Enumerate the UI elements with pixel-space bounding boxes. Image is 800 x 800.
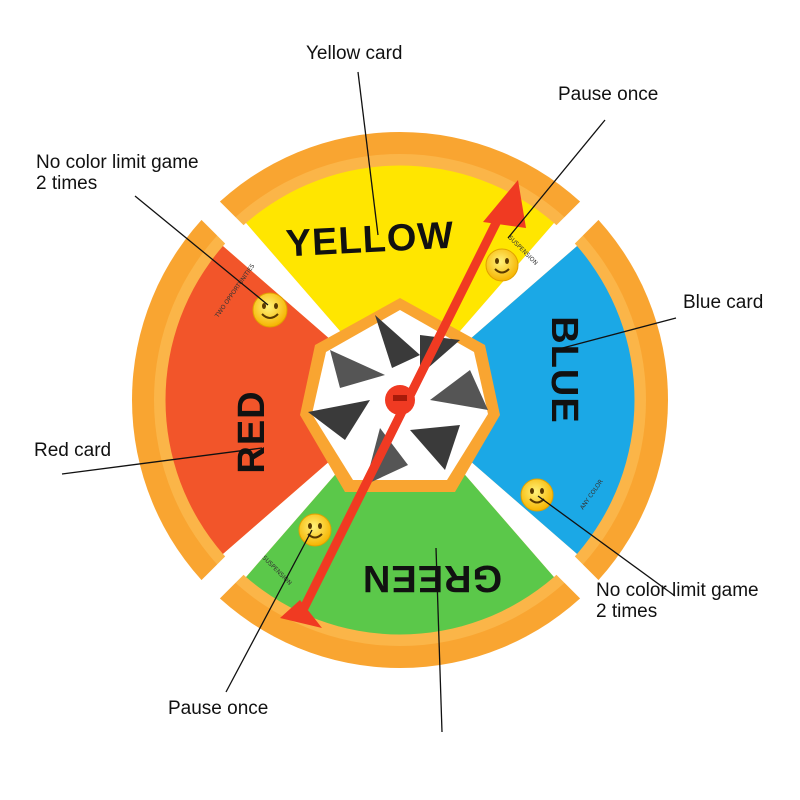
- leader-blue-card: [554, 317, 677, 351]
- smiley-icon: [520, 478, 554, 512]
- callout-no-color-right-2: 2 times: [596, 601, 657, 622]
- hub-triangle: [410, 425, 460, 470]
- leader-pause-once-top: [507, 119, 606, 239]
- callout-pause-once-bottom: Pause once: [168, 698, 268, 719]
- leader-no-color-right: [537, 495, 676, 597]
- leader-yellow-card: [357, 71, 379, 236]
- leader-lines: [61, 71, 677, 733]
- label-blue: BLUE: [543, 316, 585, 423]
- label-green: GREEN: [362, 557, 502, 599]
- callout-no-color-right-1: No color limit game: [596, 580, 759, 601]
- leader-red-card: [61, 447, 263, 475]
- callout-red-card: Red card: [34, 440, 111, 461]
- label-red: RED: [231, 390, 273, 473]
- leader-no-color-left: [134, 195, 269, 306]
- hub-triangle: [430, 370, 488, 410]
- callout-no-color-left-1: No color limit game: [36, 152, 199, 173]
- hub-triangle: [308, 400, 370, 440]
- spinner-pointer[interactable]: [280, 180, 526, 628]
- sector-blue: [400, 246, 635, 554]
- smiley-icons: [252, 248, 554, 547]
- pointer-tail-icon: [280, 600, 322, 628]
- pointer-head-icon: [483, 180, 526, 228]
- leader-green: [435, 547, 443, 733]
- sector-yellow: [246, 165, 554, 400]
- smiley-icon: [485, 248, 519, 282]
- smiley-icon: [252, 292, 288, 328]
- callout-blue-card: Blue card: [683, 292, 763, 313]
- callout-no-color-left-2: 2 times: [36, 173, 97, 194]
- pointer-pivot-slot: [393, 395, 407, 401]
- leader-pause-once-bottom: [225, 529, 313, 693]
- callout-pause-once-top: Pause once: [558, 84, 658, 105]
- label-yellow: YELLOW: [285, 215, 456, 266]
- hub-triangle: [375, 315, 420, 368]
- hub-triangle: [330, 350, 385, 388]
- callout-yellow-card: Yellow card: [306, 43, 402, 64]
- smiley-icon: [298, 513, 332, 547]
- sector-red: [165, 246, 400, 554]
